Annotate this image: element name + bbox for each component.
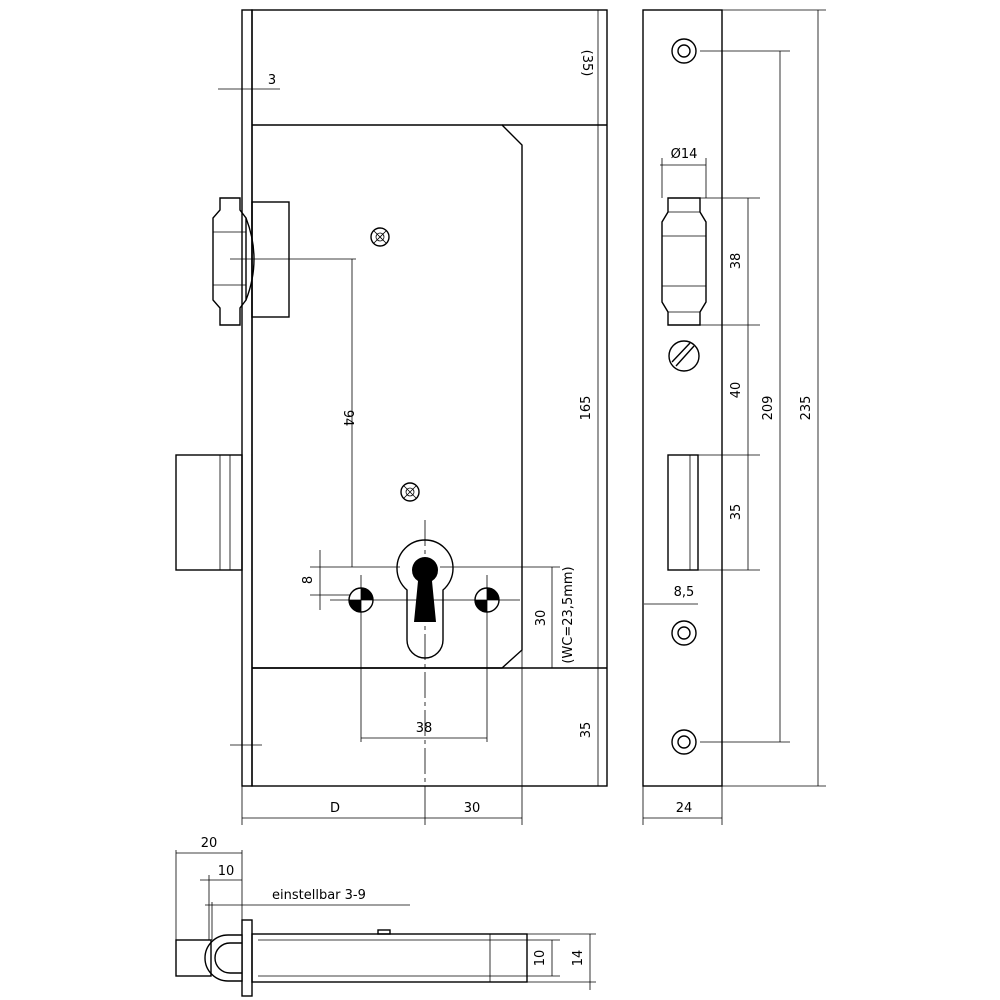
faceplate-outline <box>642 9 723 787</box>
screw-middle <box>400 482 420 502</box>
dim-label-adjustable: einstellbar 3-9 <box>272 888 366 903</box>
front-housing-outline <box>251 9 608 787</box>
dim-label-10-right: 10 <box>533 950 548 967</box>
top-roller <box>204 934 243 982</box>
dim-label-d: D <box>330 801 340 816</box>
faceplate-view: Ø14 38 40 35 8,5 209 235 24 <box>642 9 826 825</box>
dim-label-24: 24 <box>676 801 693 816</box>
dim-label-235: 235 <box>799 396 814 421</box>
top-faceplate <box>241 919 253 997</box>
front-deadbolt <box>175 454 243 571</box>
latch-housing <box>251 201 290 318</box>
dim-label-35-bolt: 35 <box>729 504 744 521</box>
dim-label-30-vertical: 30 <box>534 610 549 627</box>
dim-label-209: 209 <box>761 396 776 421</box>
top-deadbolt <box>175 939 212 977</box>
faceplate-hole-bottom <box>671 729 697 755</box>
front-inner-case <box>252 124 523 669</box>
dim-label-3: 3 <box>268 73 276 88</box>
top-case-tab <box>377 929 391 935</box>
faceplate-deadbolt <box>667 454 699 571</box>
faceplate-roller <box>661 197 707 326</box>
dim-label-d14: Ø14 <box>671 147 698 162</box>
dim-label-20: 20 <box>201 836 218 851</box>
dim-label-165: 165 <box>579 396 594 421</box>
front-faceplate <box>241 9 253 787</box>
dim-label-40: 40 <box>729 382 744 399</box>
top-case <box>251 933 528 983</box>
faceplate-slotted-screw <box>668 340 700 372</box>
front-view: 3 (35) 165 35 94 8 30 (WC=23,5mm) 38 D 3… <box>175 9 608 825</box>
latch-roller <box>212 197 247 326</box>
dim-label-38: 38 <box>416 721 433 736</box>
dim-label-top-offset: (35) <box>579 50 594 77</box>
dim-label-14-right: 14 <box>571 950 586 967</box>
screw-top <box>370 227 390 247</box>
faceplate-hole-middle <box>671 620 697 646</box>
top-roller-inner <box>214 942 242 974</box>
dim-label-wc: (WC=23,5mm) <box>561 566 576 663</box>
dim-label-30-bottom: 30 <box>464 801 481 816</box>
dim-label-8: 8 <box>301 576 316 584</box>
faceplate-hole-top <box>671 38 697 64</box>
dim-label-94: 94 <box>340 410 355 427</box>
dim-label-35-bottom: 35 <box>579 722 594 739</box>
dim-label-85: 8,5 <box>674 585 695 600</box>
dim-label-38-roller: 38 <box>729 253 744 270</box>
top-view: 20 10 einstellbar 3-9 10 14 <box>175 836 596 997</box>
dim-label-10-top: 10 <box>218 864 235 879</box>
